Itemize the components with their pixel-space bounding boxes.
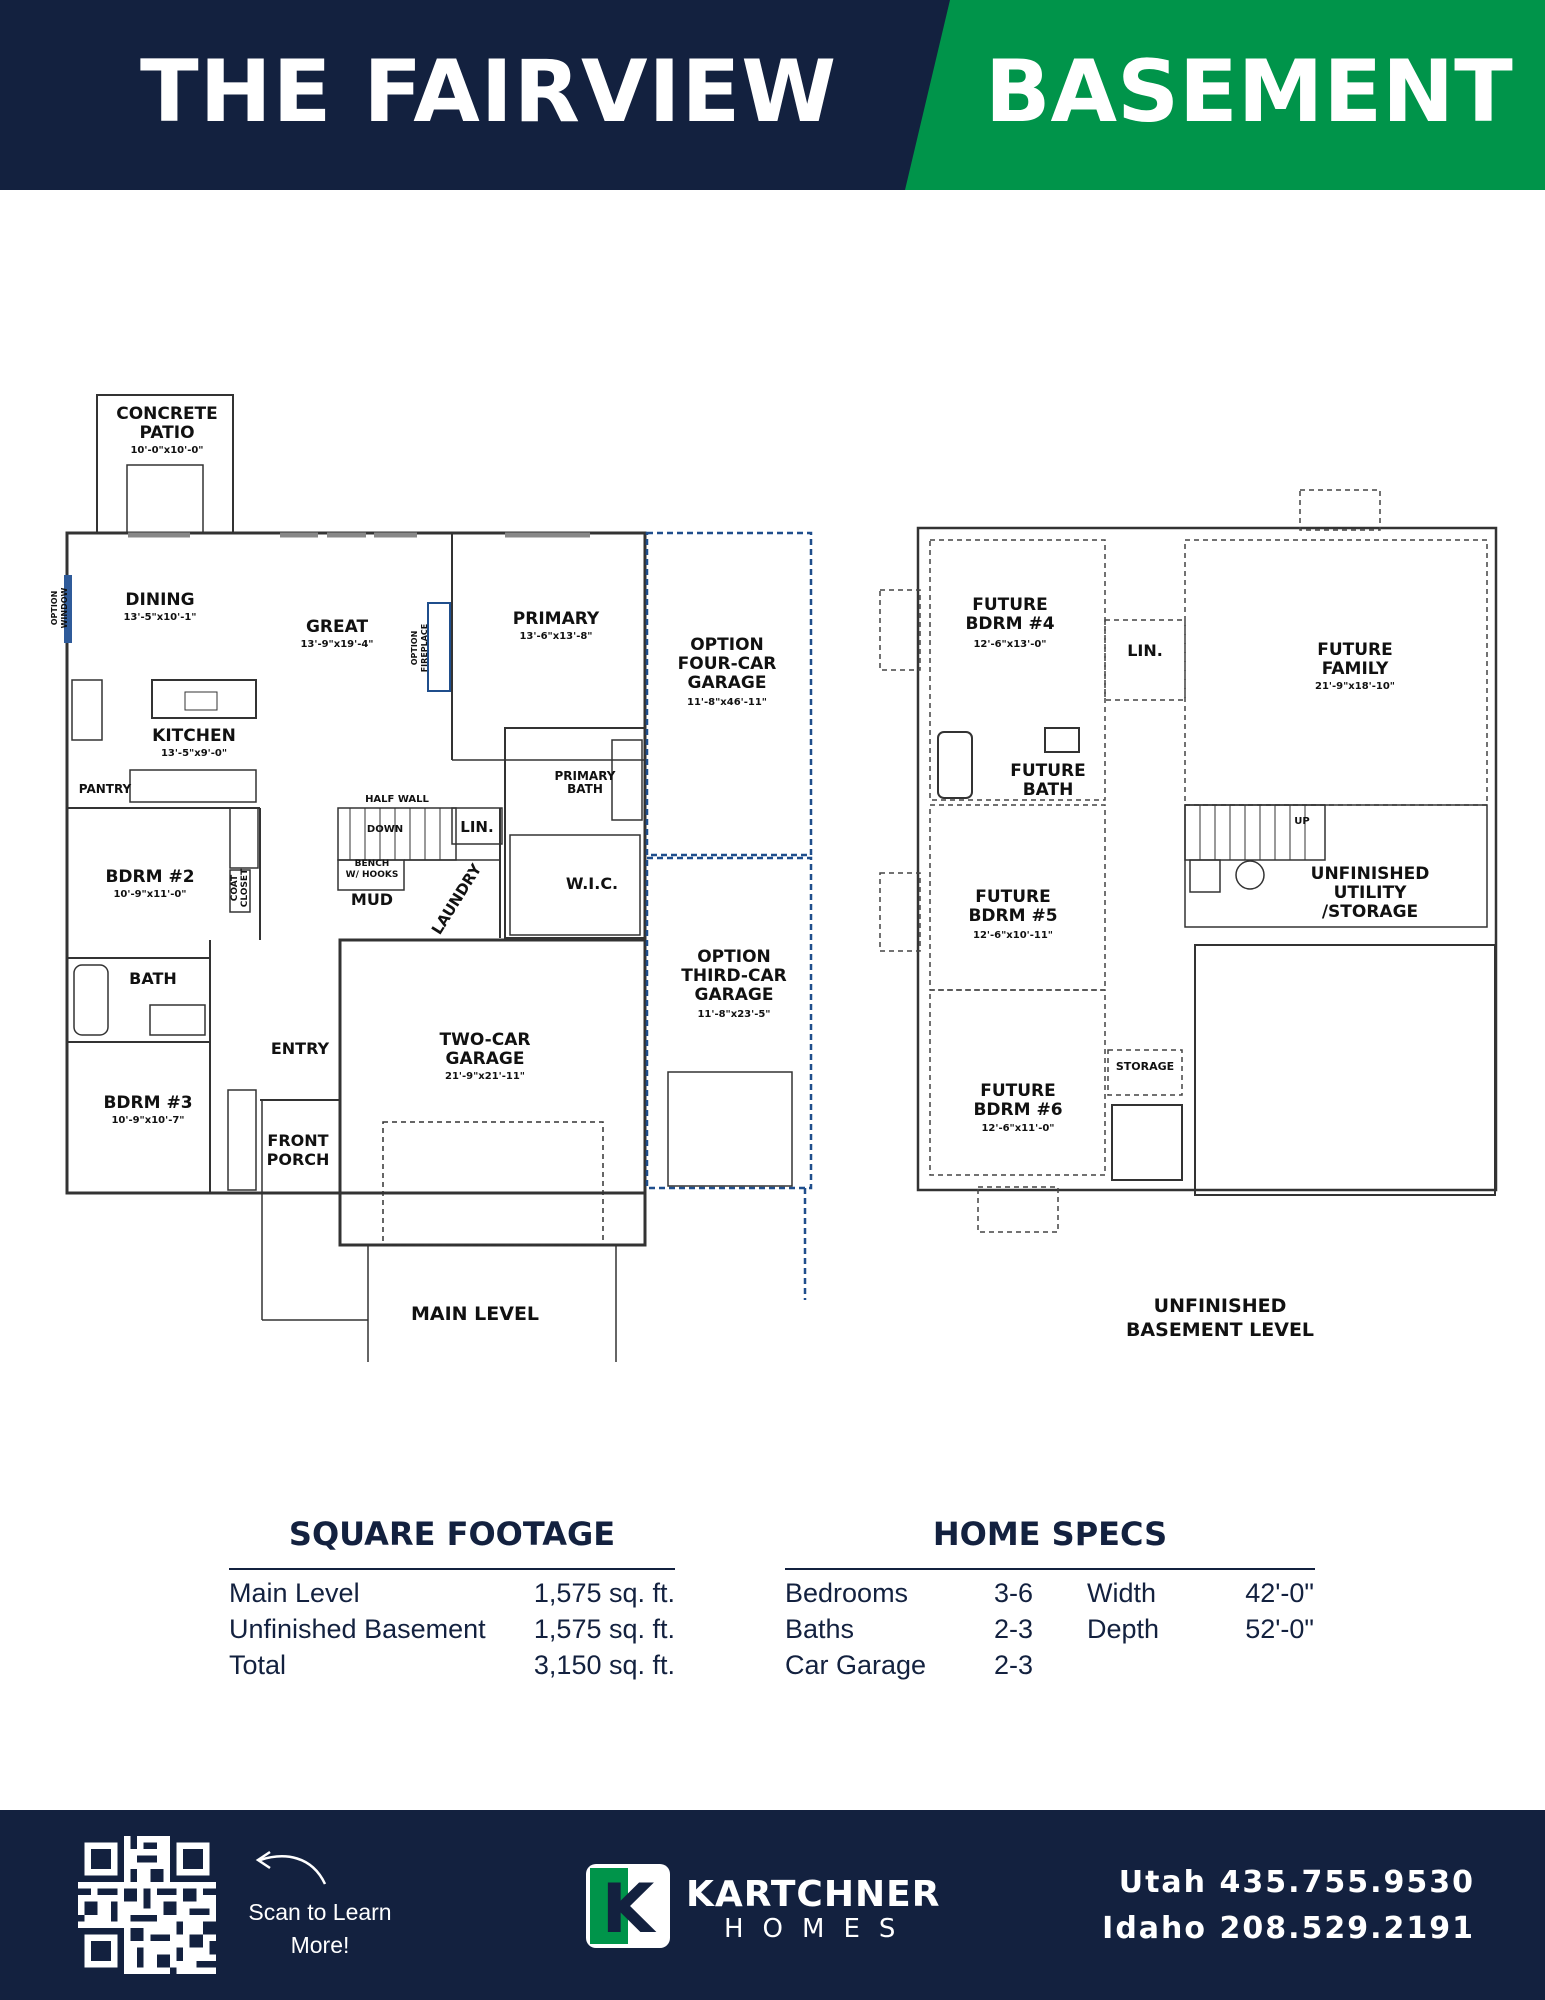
patio-label: CONCRETE PATIO — [116, 404, 218, 443]
four-car-dims: 11'-8"x46'-11" — [687, 697, 767, 708]
dining-label: DINING — [125, 590, 195, 610]
header-banner — [0, 0, 1545, 190]
wic-label: W.I.C. — [565, 874, 619, 893]
spec-label: Car Garage — [785, 1650, 927, 1680]
page-footer — [0, 1810, 1545, 2000]
half-wall-label: HALF WALL — [365, 794, 429, 805]
basement-level-caption: UNFINISHED BASEMENT LEVEL — [1125, 1295, 1315, 1341]
bdrm5-label: FUTURE BDRM #5 — [968, 887, 1058, 926]
scan-to-learn-text: Scan to Learn More! — [248, 1899, 392, 1958]
two-car-label: TWO-CAR GARAGE — [439, 1030, 531, 1069]
family-outline — [1184, 539, 1488, 806]
storage-label: STORAGE — [1115, 1060, 1175, 1073]
future-bath-label: FUTURE BATH — [1010, 761, 1086, 800]
square-footage-title: SQUARE FOOTAGE — [288, 1515, 616, 1553]
kitchen-dims: 13'-5"x9'-0" — [160, 748, 228, 759]
basement-drawing — [879, 489, 1498, 1233]
bdrm2-label: BDRM #2 — [105, 867, 195, 887]
spec-value: 2-3 — [994, 1650, 1034, 1680]
kitchen-label: KITCHEN — [152, 726, 236, 746]
basement-level-plan: FUTURE BDRM #4 12'-6"x13'-0" LIN. FUTURE… — [879, 489, 1498, 1341]
sqft-row-label: Total — [229, 1650, 287, 1680]
mud-label: MUD — [350, 890, 394, 909]
basement-outline — [916, 526, 1498, 1192]
main-level-drawing — [64, 394, 813, 1362]
plan-name: THE FAIRVIEW — [140, 42, 838, 142]
up-label: UP — [1294, 816, 1310, 827]
phone-utah[interactable]: Utah 435.755.9530 — [1118, 1865, 1475, 1900]
utility-label: UNFINISHED UTILITY /STORAGE — [1310, 864, 1430, 922]
spec-label: Bedrooms — [785, 1578, 909, 1608]
home-specs-title: HOME SPECS — [932, 1515, 1168, 1553]
sqft-row-value: 3,150 sq. ft. — [533, 1650, 675, 1680]
bdrm4-label: FUTURE BDRM #4 — [965, 595, 1055, 634]
sqft-row-value: 1,575 sq. ft. — [533, 1578, 675, 1608]
page-header: THE FAIRVIEW BASEMENT — [0, 0, 1545, 190]
bdrm3-label: BDRM #3 — [103, 1093, 193, 1113]
bdrm6-label: FUTURE BDRM #6 — [973, 1081, 1063, 1120]
sqft-row-label: Main Level — [229, 1578, 360, 1608]
primary-label: PRIMARY — [512, 609, 600, 629]
bdrm6-dims: 12'-6"x11'-0" — [981, 1123, 1055, 1134]
third-car-dims: 11'-8"x23'-5" — [697, 1009, 771, 1020]
logo-letter: K — [602, 1870, 657, 1949]
family-dims: 21'-9"x18'-10" — [1315, 681, 1395, 692]
spec-value: 2-3 — [994, 1614, 1034, 1644]
spec-value-2: 42'-0" — [1245, 1578, 1314, 1608]
great-dims: 13'-9"x19'-4" — [300, 639, 374, 650]
two-car-dims: 21'-9"x21'-11" — [445, 1071, 525, 1082]
bdrm4-dims: 12'-6"x13'-0" — [973, 639, 1047, 650]
pantry-label: PANTRY — [78, 782, 132, 796]
garage-slab-outline — [1194, 944, 1496, 1196]
bench-label: BENCH W/ HOOKS — [345, 859, 399, 880]
bdrm5-dims: 12'-6"x10'-11" — [973, 930, 1053, 941]
lin-label: LIN. — [460, 818, 494, 836]
home-specs-rule — [785, 1568, 1315, 1570]
primary-dims: 13'-6"x13'-8" — [519, 631, 593, 642]
primary-bath-label: PRIMARY BATH — [554, 769, 616, 796]
spec-value: 3-6 — [994, 1578, 1034, 1608]
great-label: GREAT — [305, 617, 369, 637]
main-level-caption: MAIN LEVEL — [410, 1303, 540, 1325]
bath-label: BATH — [129, 969, 177, 988]
bdrm3-dims: 10'-9"x10'-7" — [111, 1115, 185, 1126]
entry-label: ENTRY — [270, 1039, 330, 1058]
third-car-label: OPTION THIRD-CAR GARAGE — [681, 947, 787, 1005]
kartchner-logo-icon: K — [586, 1864, 670, 1949]
basement-lin-label: LIN. — [1127, 641, 1163, 660]
spec-label: Baths — [785, 1614, 855, 1644]
brand-name: KARTCHNER — [686, 1874, 941, 1915]
plan-variant: BASEMENT — [985, 42, 1513, 142]
spec-label-2: Width — [1087, 1578, 1157, 1608]
phone-idaho[interactable]: Idaho 208.529.2191 — [1102, 1911, 1475, 1946]
square-footage-rule — [229, 1568, 675, 1570]
four-car-label: OPTION FOUR-CAR GARAGE — [677, 635, 777, 693]
qr-code-icon[interactable] — [78, 1836, 216, 1974]
family-label: FUTURE FAMILY — [1317, 640, 1393, 679]
brand-sub: HOMES — [724, 1914, 915, 1944]
front-porch-label: FRONT PORCH — [266, 1131, 330, 1169]
curved-arrow-icon — [255, 1850, 327, 1885]
bdrm2-dims: 10'-9"x11'-0" — [113, 889, 187, 900]
dining-dims: 13'-5"x10'-1" — [123, 612, 197, 623]
four-car-outline — [645, 531, 813, 857]
spec-value-2: 52'-0" — [1245, 1614, 1314, 1644]
sqft-row-label: Unfinished Basement — [229, 1614, 486, 1644]
kartchner-logo: K — [584, 1862, 674, 1955]
third-car-outline — [645, 856, 813, 1190]
main-level-plan: CONCRETE PATIO 10'-0"x10'-0" DINING 13'-… — [0, 0, 850, 1380]
down-label: DOWN — [366, 824, 404, 835]
patio-dims: 10'-0"x10'-0" — [130, 445, 204, 456]
bdrm4-outline — [929, 539, 1106, 801]
sqft-row-value: 1,575 sq. ft. — [533, 1614, 675, 1644]
spec-label-2: Depth — [1087, 1614, 1160, 1644]
